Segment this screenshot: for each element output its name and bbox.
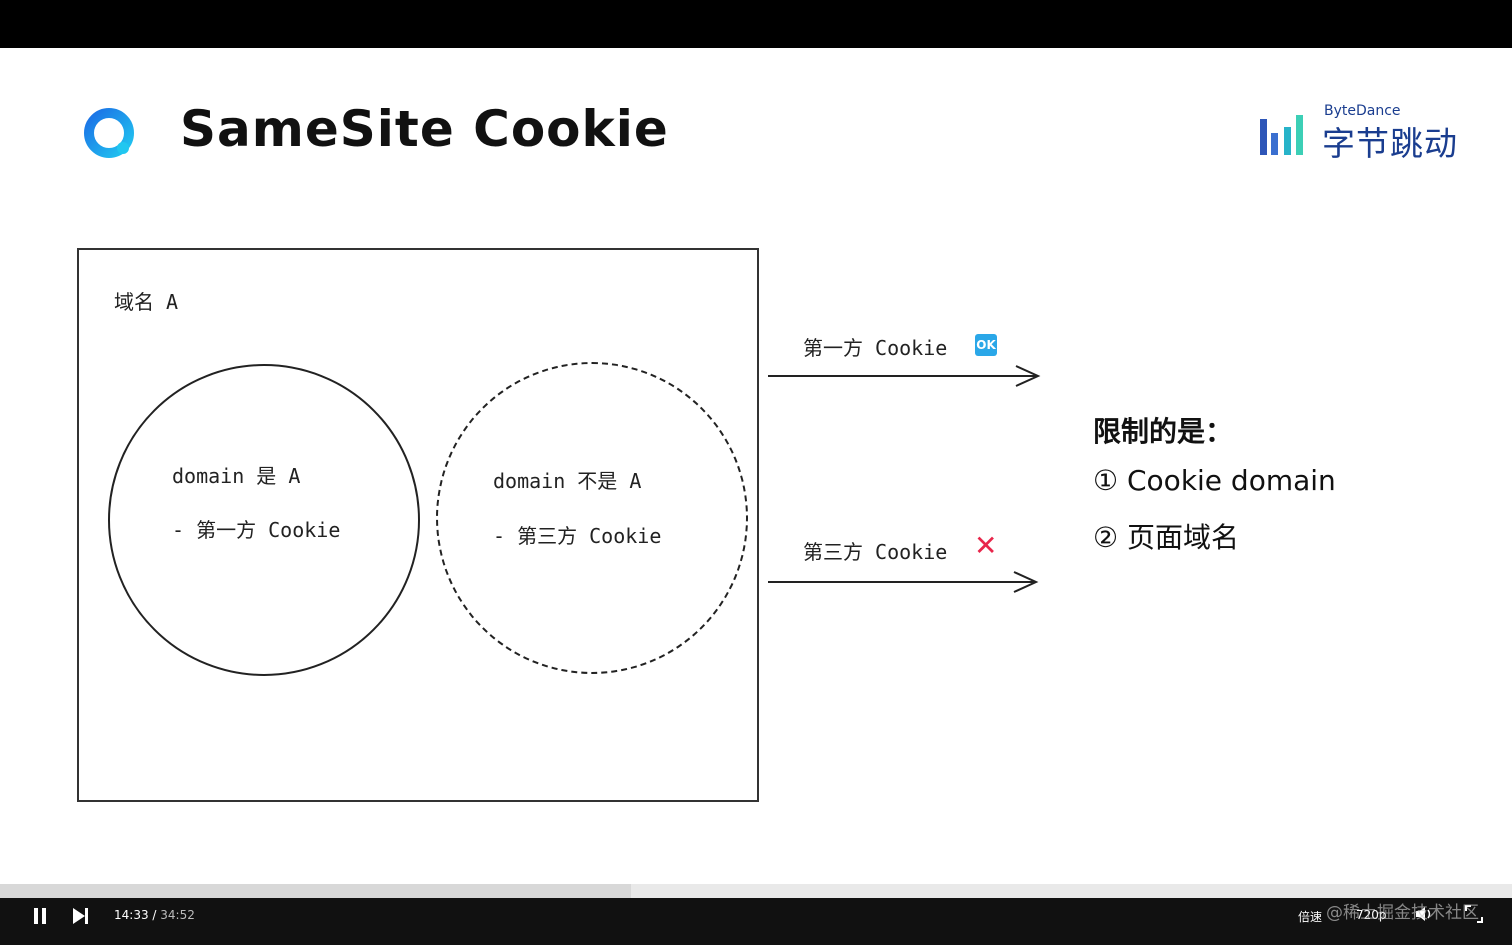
- bytedance-bars-icon: [1260, 115, 1303, 155]
- arrows: [768, 365, 1041, 593]
- brand-english: ByteDance: [1324, 103, 1401, 119]
- time-display: 14:33 / 34:52: [114, 908, 195, 922]
- current-time: 14:33: [114, 908, 149, 922]
- first-party-cookie-label: 第一方 Cookie: [803, 336, 948, 360]
- restriction-text: 页面域名: [1127, 521, 1240, 554]
- pause-icon[interactable]: [30, 906, 50, 926]
- restriction-number: ①: [1093, 464, 1119, 497]
- domain-box: [77, 248, 759, 802]
- bytedance-logo: ByteDance 字节跳动: [1258, 103, 1468, 163]
- speed-button[interactable]: 倍速: [1298, 910, 1323, 924]
- top-letterbox: [0, 0, 1512, 48]
- restriction-number: ②: [1093, 521, 1119, 554]
- third-party-line1: domain 不是 A: [493, 469, 642, 493]
- third-party-line2: - 第三方 Cookie: [493, 524, 662, 548]
- player-controls: 14:33 / 34:52 倍速 720p @稀土掘金技术社区: [0, 898, 1512, 945]
- first-party-circle: [108, 364, 420, 676]
- slide: SameSite Cookie ByteDance 字节跳动 域名 A doma…: [0, 48, 1512, 884]
- ok-badge-icon: OK: [975, 334, 997, 356]
- brand-chinese: 字节跳动: [1322, 124, 1458, 163]
- quality-button[interactable]: 720p: [1356, 908, 1387, 922]
- volume-icon[interactable]: [1414, 904, 1434, 924]
- domain-box-label: 域名 A: [114, 290, 179, 314]
- third-party-circle: [436, 362, 748, 674]
- product-logo-icon: [84, 108, 134, 158]
- first-party-line2: - 第一方 Cookie: [172, 518, 341, 542]
- watermark: @稀土掘金技术社区: [1326, 903, 1479, 923]
- restriction-title: 限制的是：: [1093, 415, 1234, 448]
- third-party-cookie-label: 第三方 Cookie: [803, 540, 948, 564]
- third-party-arrow: [768, 571, 1039, 593]
- first-party-arrow: [768, 365, 1041, 387]
- cross-icon: ✕: [974, 529, 998, 562]
- slide-title: SameSite Cookie: [180, 100, 669, 158]
- total-time: 34:52: [160, 908, 195, 922]
- fullscreen-icon[interactable]: [1464, 904, 1484, 924]
- restriction-text: Cookie domain: [1127, 464, 1336, 497]
- next-icon[interactable]: [70, 906, 90, 926]
- progress-bar[interactable]: [0, 884, 1512, 898]
- first-party-line1: domain 是 A: [172, 464, 301, 488]
- progress-fill: [0, 884, 631, 898]
